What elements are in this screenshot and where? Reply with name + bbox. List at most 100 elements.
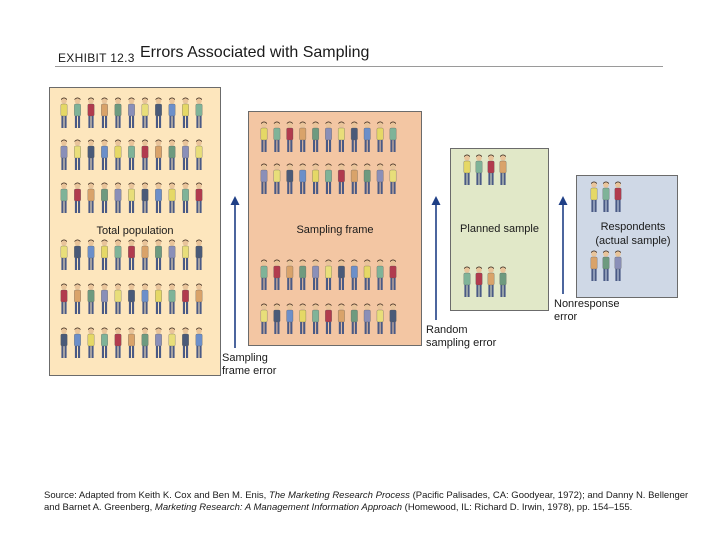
person-figure <box>155 182 162 213</box>
person-figure <box>141 239 149 270</box>
person-figure <box>155 97 162 128</box>
person-figure <box>475 266 483 297</box>
person-figure <box>168 283 176 314</box>
person-figure <box>182 139 189 170</box>
person-figure <box>87 139 95 170</box>
person-figure <box>325 163 332 194</box>
person-figure <box>463 266 471 297</box>
person-figure <box>155 283 162 314</box>
person-figure <box>101 239 108 270</box>
sampling-frame-error-label: Sampling frame error <box>222 352 276 378</box>
person-figure <box>155 139 162 170</box>
respondents-panel: Respondents (actual sample) <box>576 175 678 298</box>
random-sampling-error-arrow <box>431 196 441 320</box>
person-figure <box>182 182 189 213</box>
person-figure <box>273 259 281 290</box>
person-figure <box>312 163 319 194</box>
person-figure <box>389 121 397 152</box>
person-figure <box>114 327 122 358</box>
source-mid: (Pacific Palisades, CA: Goodyear, 1972);… <box>44 490 689 513</box>
person-figure <box>312 259 319 290</box>
random-sampling-error-line1: Random <box>426 324 468 336</box>
exhibit-title: Errors Associated with Sampling <box>140 44 370 61</box>
person-figure <box>260 163 268 194</box>
person-figure <box>128 283 135 314</box>
person-figure <box>487 154 495 185</box>
planned-sample-figures <box>463 154 507 297</box>
person-figure <box>182 327 189 358</box>
person-figure <box>141 283 149 314</box>
person-figure <box>273 163 281 194</box>
source-prefix: Source: Adapted from Keith K. Cox and Be… <box>44 490 269 501</box>
person-figure <box>168 97 176 128</box>
person-figure <box>376 259 384 290</box>
person-figure <box>101 139 108 170</box>
person-figure <box>101 97 108 128</box>
person-figure <box>286 121 294 152</box>
exhibit-label: EXHIBIT 12.3 <box>58 51 135 65</box>
person-figure <box>182 239 189 270</box>
exhibit-header: EXHIBIT 12.3 Errors Associated with Samp… <box>0 0 720 72</box>
person-figure <box>299 303 307 334</box>
person-figure <box>87 327 95 358</box>
respondents-label: Respondents (actual sample) <box>583 220 683 248</box>
person-figure <box>286 163 294 194</box>
nonresponse-error-line1: Nonresponse <box>554 298 620 310</box>
person-figure <box>312 303 319 334</box>
person-figure <box>602 250 610 281</box>
person-figure <box>614 250 622 281</box>
person-figure <box>168 327 176 358</box>
person-figure <box>141 327 149 358</box>
person-figure <box>499 154 507 185</box>
person-figure <box>195 182 203 213</box>
title-rule <box>55 66 663 67</box>
person-figure <box>299 259 307 290</box>
person-figure <box>60 97 68 128</box>
person-figure <box>389 163 397 194</box>
person-figure <box>87 239 95 270</box>
person-figure <box>168 182 176 213</box>
person-figure <box>299 163 307 194</box>
person-figure <box>114 182 122 213</box>
person-figure <box>128 139 135 170</box>
person-figure <box>590 181 598 212</box>
person-figure <box>363 303 371 334</box>
random-sampling-error-line2: sampling error <box>426 337 497 349</box>
person-figure <box>376 121 384 152</box>
person-figure <box>350 163 358 194</box>
source-book1: The Marketing Research Process <box>268 490 410 501</box>
sampling-frame-error-line2: frame error <box>222 365 277 377</box>
person-figure <box>260 121 268 152</box>
person-figure <box>260 259 268 290</box>
person-figure <box>286 303 294 334</box>
planned-sample-panel: Planned sample <box>450 148 549 311</box>
source-book2: Marketing Research: A Management Informa… <box>154 502 403 513</box>
person-figure <box>299 121 307 152</box>
person-figure <box>114 139 122 170</box>
person-figure <box>195 239 203 270</box>
person-figure <box>128 97 135 128</box>
planned-sample-label: Planned sample <box>460 223 539 235</box>
person-figure <box>74 283 81 314</box>
person-figure <box>350 259 358 290</box>
person-figure <box>273 121 281 152</box>
person-figure <box>614 181 622 212</box>
population-figures <box>60 97 203 358</box>
person-figure <box>338 163 345 194</box>
person-figure <box>74 182 81 213</box>
person-figure <box>60 239 68 270</box>
person-figure <box>195 327 203 358</box>
person-figure <box>273 303 281 334</box>
person-figure <box>286 259 294 290</box>
nonresponse-error-line2: error <box>554 311 578 323</box>
person-figure <box>350 121 358 152</box>
person-figure <box>487 266 495 297</box>
person-figure <box>499 266 507 297</box>
sampling-frame-label: Sampling frame <box>296 224 374 236</box>
person-figure <box>389 259 397 290</box>
sampling-frame-error-line1: Sampling <box>222 352 268 364</box>
source-citation: Source: Adapted from Keith K. Cox and Be… <box>44 490 694 514</box>
person-figure <box>141 182 149 213</box>
person-figure <box>141 97 149 128</box>
person-figure <box>114 283 122 314</box>
